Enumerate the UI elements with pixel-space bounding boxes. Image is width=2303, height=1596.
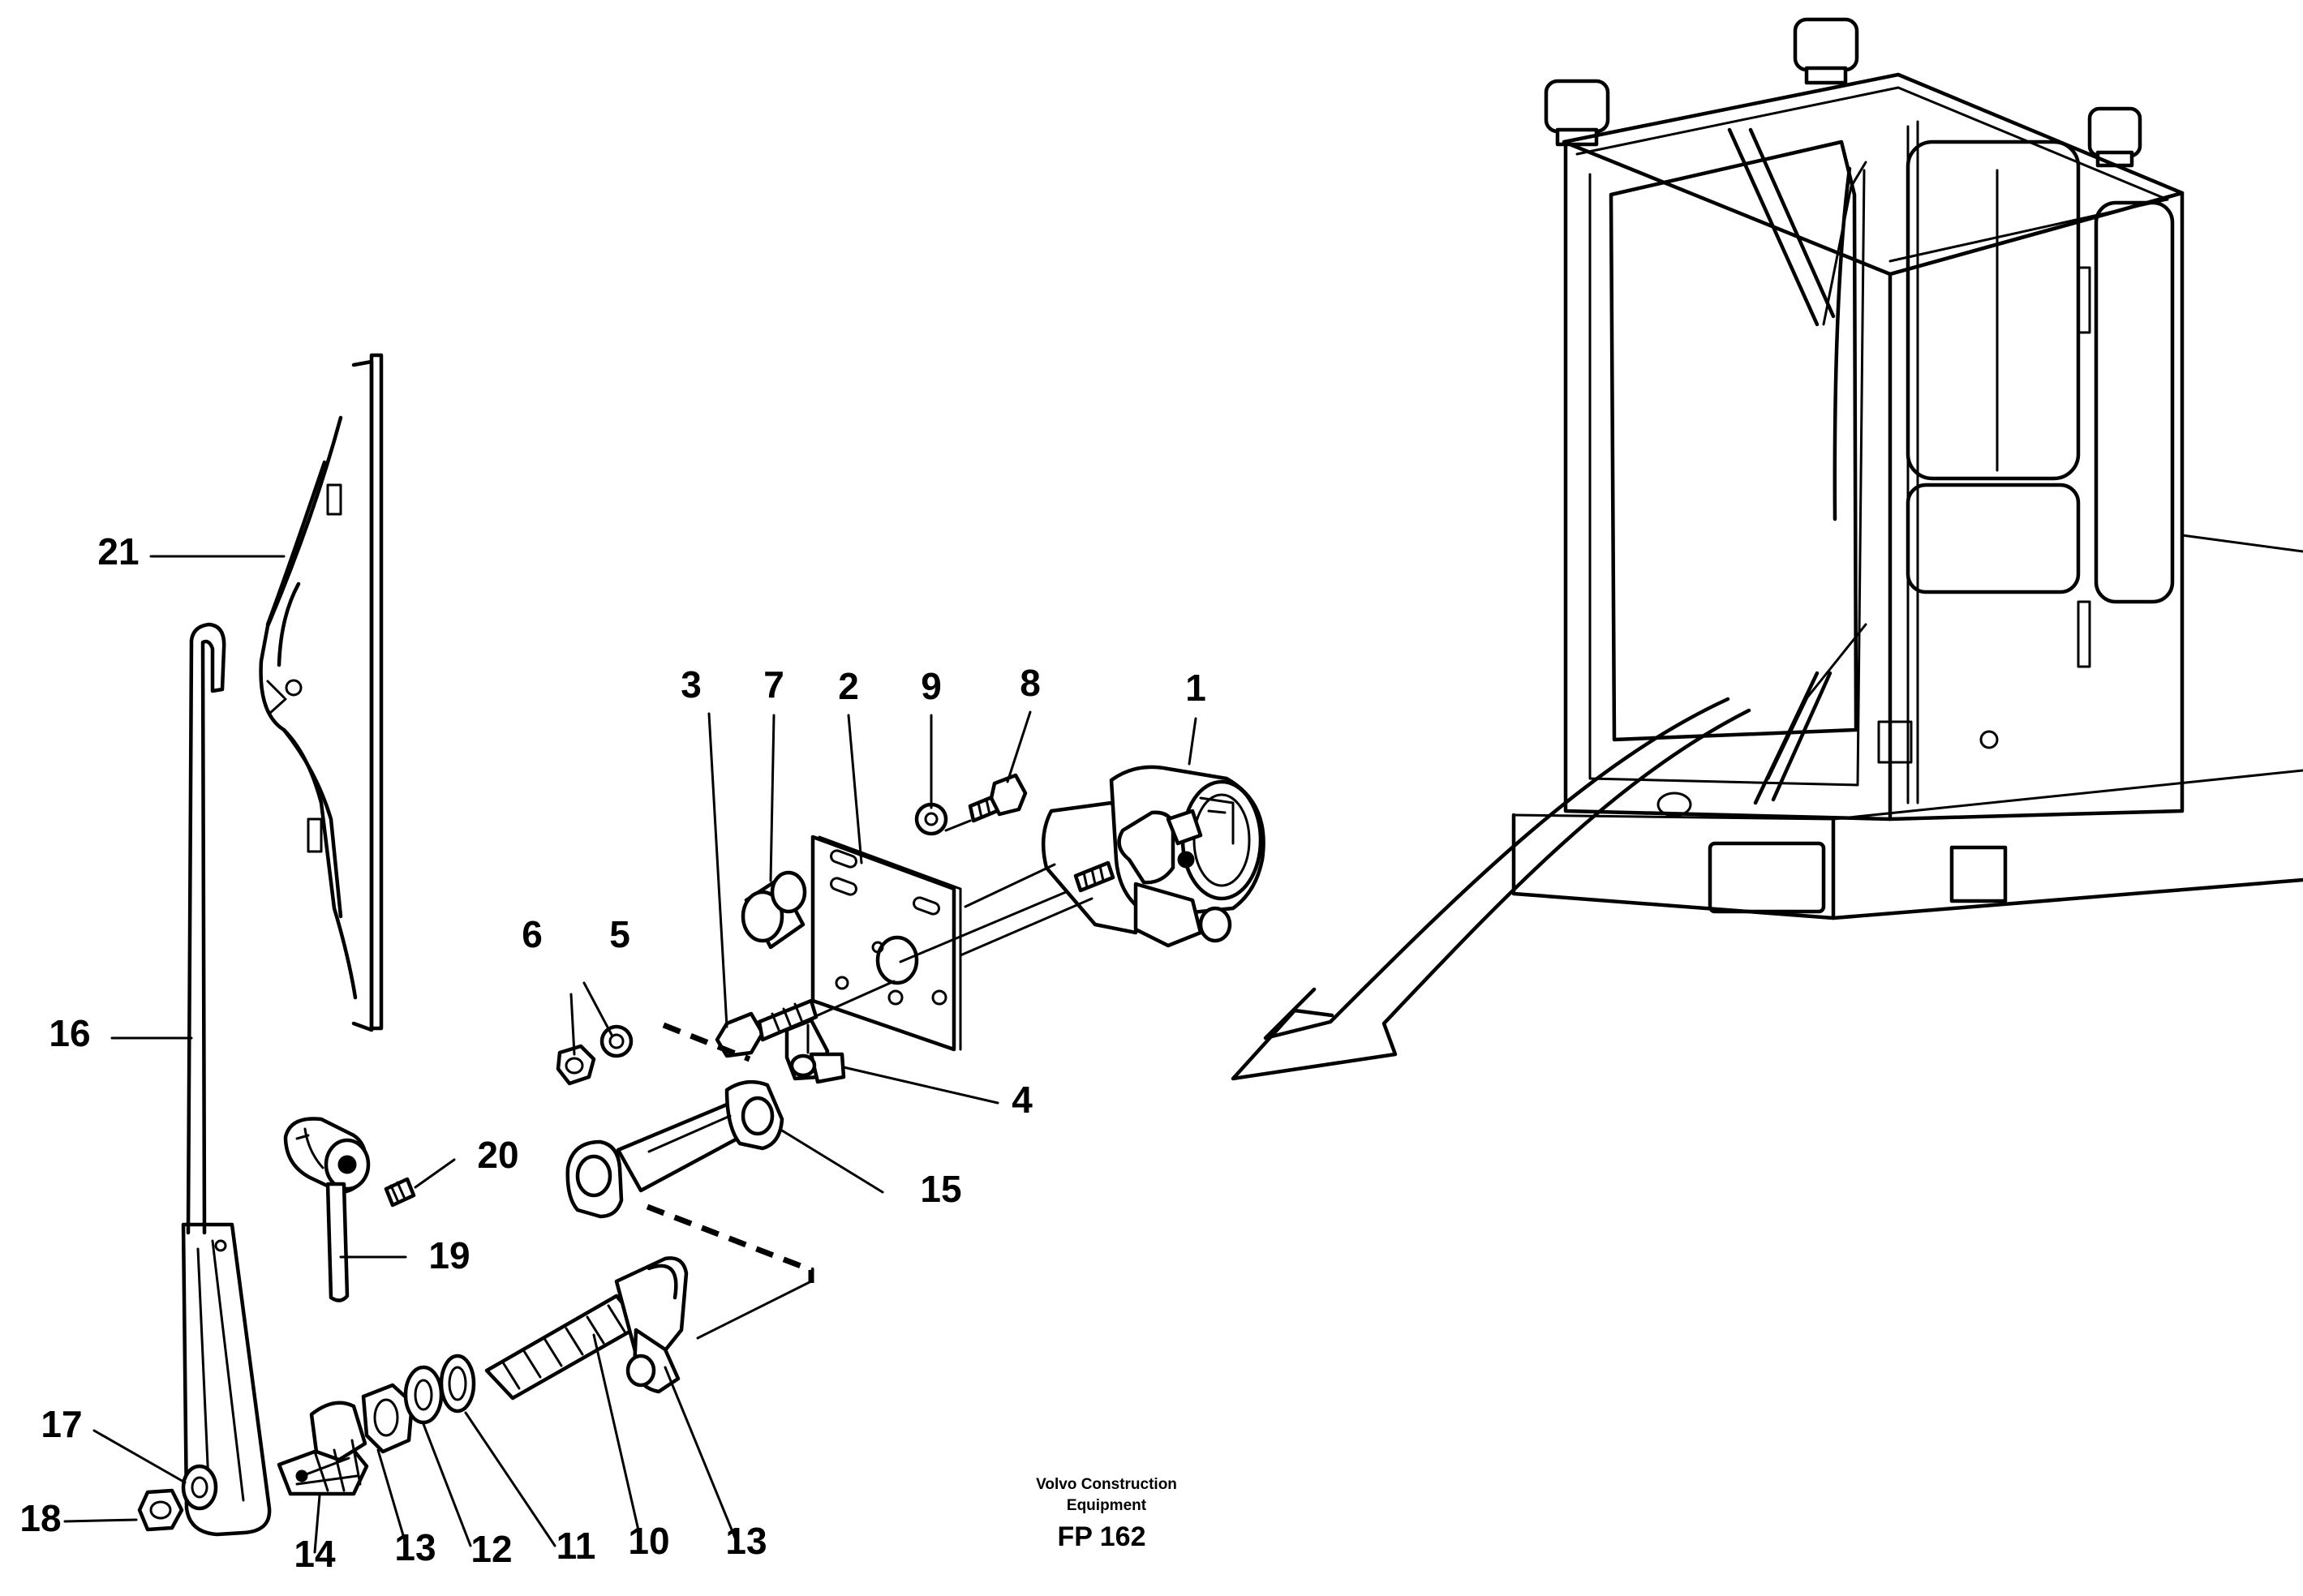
assembly-lines: [646, 819, 1093, 1340]
washer-11: [439, 1354, 476, 1414]
nut-and-lock-washer: [556, 1024, 634, 1086]
callout-1: 1: [1185, 667, 1206, 709]
figure-footer: Volvo Construction Equipment FP 162: [1036, 1476, 1177, 1552]
wiper-arm: [181, 622, 272, 1537]
spindle: [484, 1256, 689, 1401]
callout-11: 11: [556, 1525, 596, 1567]
washer-and-bolt: [914, 773, 1028, 836]
spindle-nut: [361, 1383, 415, 1454]
mounting-plate: [810, 834, 962, 1052]
callout-16: 16: [49, 1012, 90, 1054]
callout-13-nut: 13: [394, 1526, 436, 1568]
callout-13-lever: 13: [725, 1520, 767, 1562]
clamp-assembly: [283, 1117, 416, 1302]
maker-name: Volvo Construction: [1036, 1476, 1177, 1493]
leader-lines: [63, 555, 1197, 1554]
callout-9: 9: [921, 665, 942, 707]
callout-12: 12: [470, 1528, 512, 1570]
callout-17: 17: [41, 1403, 82, 1445]
callout-10: 10: [628, 1520, 669, 1562]
callout-8: 8: [1020, 662, 1041, 704]
maker-name-line2: Equipment: [1067, 1497, 1147, 1514]
callout-5: 5: [609, 913, 630, 955]
link-rod: [565, 1079, 784, 1219]
wiper-blade: [259, 353, 384, 1032]
wiper-motor: [1041, 765, 1265, 948]
callout-20: 20: [477, 1134, 518, 1176]
callout-labels: 1 2 3 4 5 6 7 8 9 10 11 12 13 13 14 15 1…: [19, 530, 1205, 1575]
crank-arm: [784, 1018, 846, 1084]
callout-18: 18: [19, 1497, 61, 1539]
callout-4: 4: [1012, 1079, 1033, 1121]
callout-19: 19: [428, 1234, 470, 1276]
bolt: [715, 998, 819, 1058]
spacer: [741, 870, 807, 950]
callout-6: 6: [522, 913, 543, 955]
callout-2: 2: [838, 665, 859, 707]
figure-code: FP 162: [1057, 1521, 1145, 1552]
washer-12: [403, 1365, 444, 1425]
callout-7: 7: [763, 663, 784, 706]
callout-3: 3: [681, 663, 702, 706]
cab-overview: [1231, 17, 2303, 1081]
spindle-cap: [277, 1401, 369, 1496]
callout-21: 21: [97, 530, 139, 573]
callout-15: 15: [920, 1168, 961, 1210]
nut-and-washer: [137, 1464, 218, 1532]
callout-14: 14: [294, 1533, 336, 1575]
